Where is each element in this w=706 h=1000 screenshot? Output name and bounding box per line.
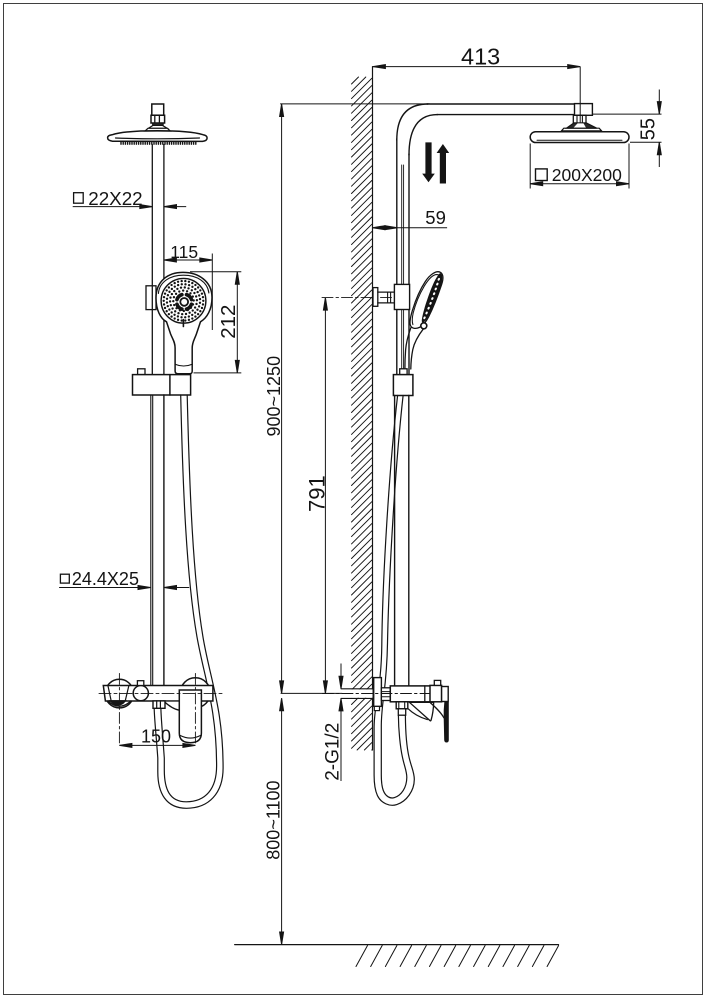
svg-text:900~1250: 900~1250: [264, 356, 284, 437]
svg-text:24.4X25: 24.4X25: [72, 569, 139, 589]
svg-text:791: 791: [304, 475, 329, 512]
svg-text:200X200: 200X200: [552, 165, 622, 185]
svg-text:212: 212: [217, 305, 240, 339]
svg-text:55: 55: [637, 118, 659, 140]
svg-text:59: 59: [425, 207, 446, 228]
svg-text:800~1100: 800~1100: [263, 780, 283, 859]
svg-text:413: 413: [461, 44, 500, 70]
svg-text:150: 150: [141, 727, 171, 747]
svg-text:22X22: 22X22: [88, 188, 142, 209]
svg-text:115: 115: [170, 242, 198, 262]
svg-text:2-G1/2: 2-G1/2: [323, 723, 344, 781]
